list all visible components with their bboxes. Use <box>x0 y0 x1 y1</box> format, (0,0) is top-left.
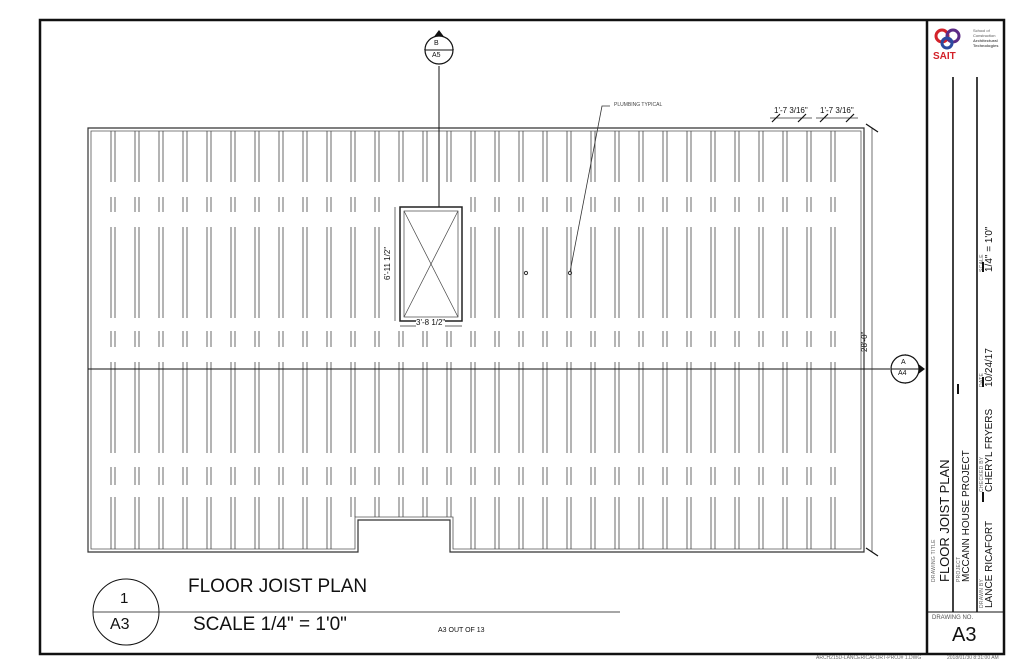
overall-depth-dim: 28'-0" <box>860 331 869 352</box>
section-b-sheet[interactable]: A5 <box>432 52 441 59</box>
checked-by: CHERYL FRYERS <box>984 408 995 492</box>
footer-file: ARCH215D-LANCERICAFORT-PROJ# 1.DWG <box>816 655 922 661</box>
drawing-caption-scale: SCALE 1/4" = 1'0" <box>193 614 347 635</box>
sheet-border <box>38 18 1006 656</box>
section-b-letter: B <box>434 40 439 47</box>
drawing-caption-title: FLOOR JOIST PLAN <box>188 576 368 597</box>
opening-height-dim: 6'-11 1/2" <box>383 246 392 280</box>
scale-value: 1/4" = 1'0" <box>984 226 995 272</box>
caption-number: 1 <box>120 590 129 607</box>
drawing-title: FLOOR JOIST PLAN <box>937 459 952 582</box>
drawing-no-label: DRAWING NO. <box>932 615 974 621</box>
plumbing-note: PLUMBING TYPICAL <box>614 102 663 108</box>
caption-sheet: A3 <box>110 616 130 633</box>
joist-spacing-dim-2: 1'-7 3/16" <box>820 106 854 115</box>
section-a-letter: A <box>901 359 906 366</box>
floor-joist-plan <box>87 30 925 646</box>
floor-outline <box>87 127 865 553</box>
joists <box>110 131 836 549</box>
joist-spacing-dim-1: 1'-7 3/16" <box>774 106 808 115</box>
opening-width-dim: 3'-8 1/2" <box>416 318 446 327</box>
drawing-no: A3 <box>952 624 977 646</box>
page-count: A3 OUT OF 13 <box>438 627 485 634</box>
plumbing-leader <box>569 105 610 273</box>
section-marker-a <box>890 354 925 384</box>
date: 10/24/17 <box>984 348 995 387</box>
project-name: MCCANN HOUSE PROJECT <box>961 450 972 582</box>
sait-logo: SAIT <box>933 28 963 62</box>
section-a-sheet[interactable]: A4 <box>898 370 907 377</box>
drawn-by: LANCE RICAFORT <box>984 520 995 608</box>
section-marker-b <box>424 30 454 65</box>
footer-timestamp: 2018/01/30 8:31:00 AM <box>947 655 999 661</box>
